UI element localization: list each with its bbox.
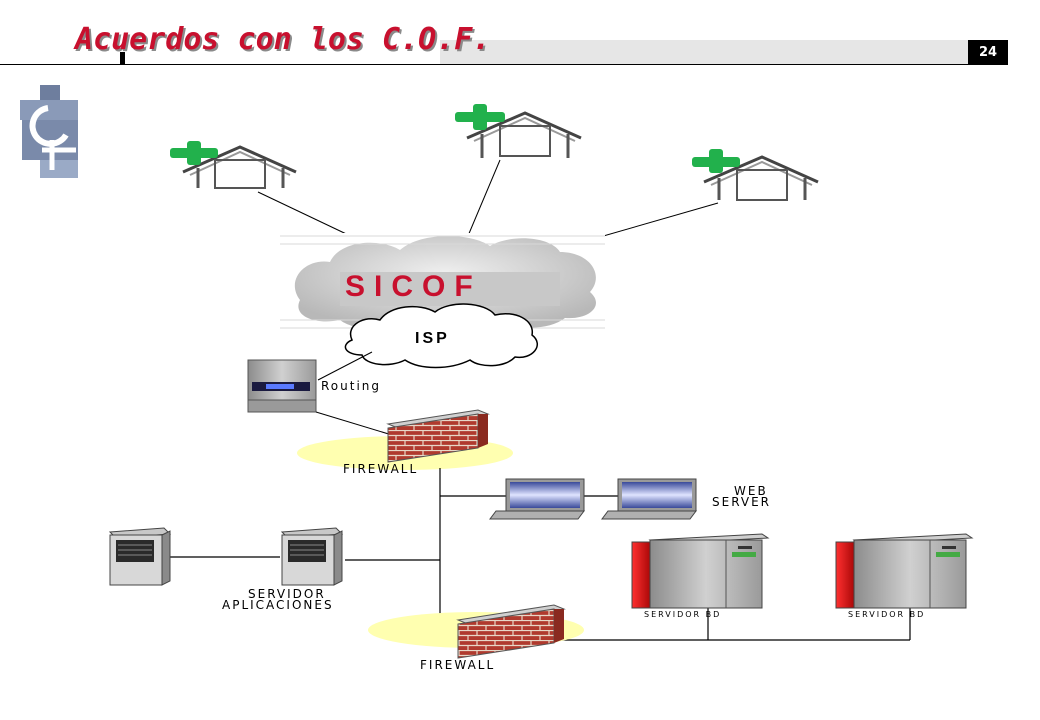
header-rule <box>0 64 1008 65</box>
routing-label: Routing <box>321 379 382 393</box>
pharmacy-house-icon-right <box>692 149 819 201</box>
link-line <box>464 159 501 244</box>
pharmacy-house-icon-left <box>170 141 297 189</box>
db-server-1-label: SERVIDOR BD <box>644 610 722 619</box>
web-server-label-line1: WEB <box>734 484 768 498</box>
firewall-top-label: FIREWALL <box>343 462 419 476</box>
db-server-1-icon <box>631 533 770 609</box>
firewall-bottom-icon <box>368 604 584 659</box>
app-server-label-line2: APLICACIONES <box>222 598 334 612</box>
db-server-2-label: SERVIDOR BD <box>848 610 926 619</box>
firewall-top-icon <box>297 409 513 470</box>
db-server-2-icon <box>835 533 974 609</box>
sicof-label: SICOF <box>345 270 482 303</box>
firewall-bottom-label: FIREWALL <box>420 658 496 672</box>
pharmacy-house-icon-center <box>455 104 582 158</box>
web-server-label-line2: SERVER <box>712 495 772 509</box>
web-server-laptop-1 <box>489 478 585 520</box>
isp-label: ISP <box>415 330 450 347</box>
router-icon <box>247 359 317 413</box>
isp-cloud <box>344 303 538 369</box>
header-tick <box>120 52 125 64</box>
server-tower-icon <box>108 527 172 586</box>
page-number: 24 <box>968 40 1008 64</box>
app-server-tower-icon <box>280 527 344 586</box>
pharmacy-logo <box>20 85 78 178</box>
app-server-label-line1: SERVIDOR <box>248 587 326 601</box>
slide-title: Acuerdos con los C.O.F. <box>75 22 491 57</box>
header-bar <box>440 40 968 64</box>
web-server-laptop-2 <box>601 478 697 520</box>
